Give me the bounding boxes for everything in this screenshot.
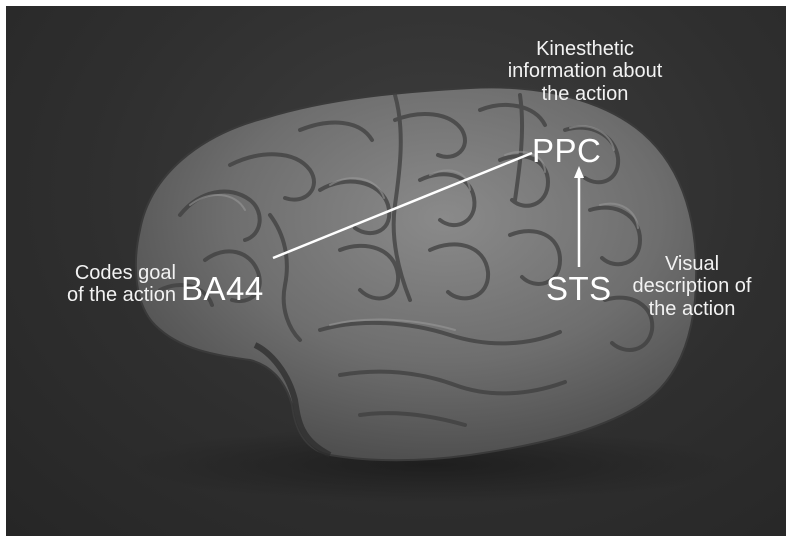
ba44-label: BA44	[181, 272, 264, 305]
sts-annotation: Visual description of the action	[617, 253, 767, 320]
ba44-annotation: Codes goal of the action	[26, 262, 176, 307]
ppc-label: PPC	[532, 134, 601, 167]
ppc-annotation: Kinesthetic information about the action	[480, 38, 690, 105]
sts-label: STS	[546, 272, 612, 305]
